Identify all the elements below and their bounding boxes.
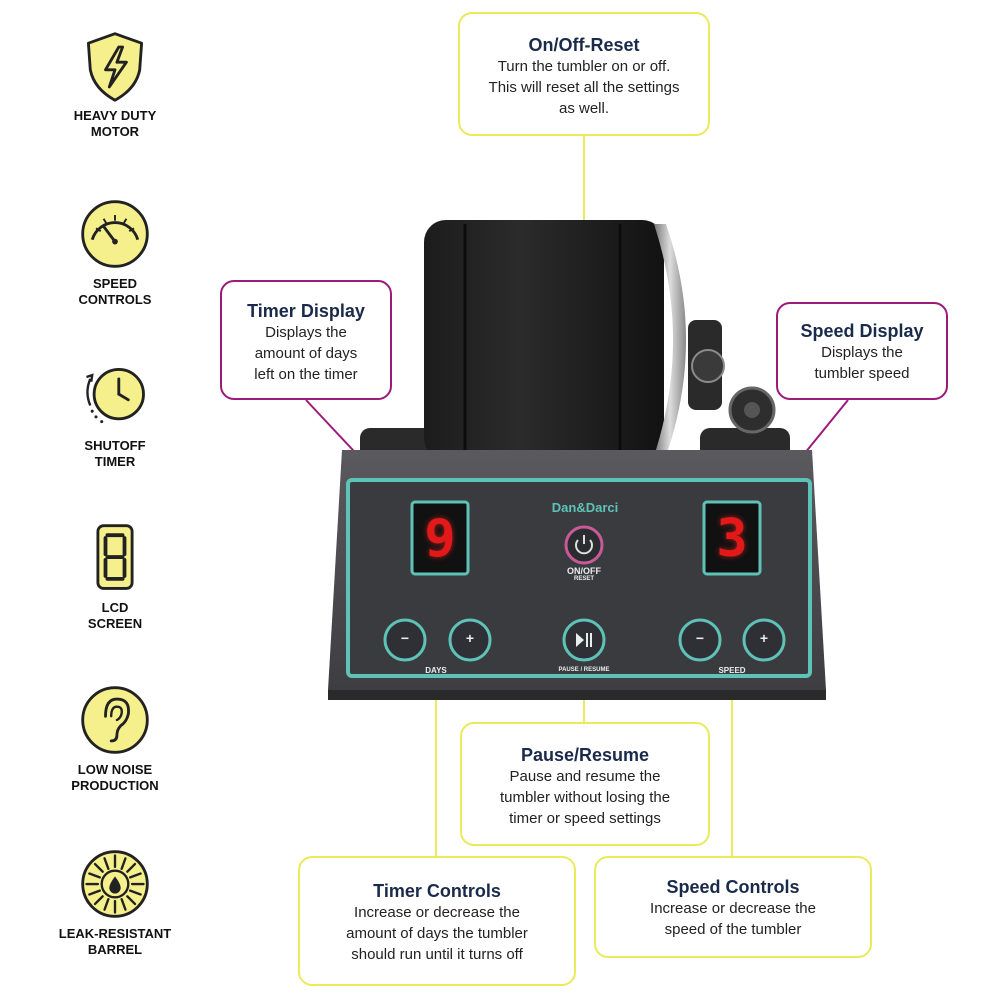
callout-title: Pause/Resume bbox=[520, 745, 650, 765]
days-plus-button[interactable] bbox=[448, 618, 492, 662]
days-minus-button[interactable] bbox=[383, 618, 427, 662]
ear-icon bbox=[81, 686, 149, 754]
clock-timer-icon bbox=[86, 367, 145, 424]
timer-display-value: 9 bbox=[424, 509, 456, 569]
rock-tumbler-device bbox=[328, 220, 826, 700]
power-sublabel: RESET bbox=[573, 576, 594, 582]
callout-title: Timer Controls bbox=[373, 881, 501, 901]
callout-on-off-reset: On/Off-Reset Turn the tumbler on or off.… bbox=[458, 12, 710, 136]
days-minus-label: − bbox=[400, 630, 410, 646]
lcd-digit-icon bbox=[96, 524, 134, 590]
speed-plus-button[interactable] bbox=[742, 618, 786, 662]
pause-resume-label: PAUSE / RESUME bbox=[558, 667, 610, 673]
speedometer-icon bbox=[81, 200, 149, 268]
droplet-sun-icon bbox=[81, 850, 149, 918]
brand-logo: Dan&Darci bbox=[551, 500, 619, 515]
callout-title: Timer Display bbox=[247, 301, 365, 321]
days-plus-label: + bbox=[465, 630, 475, 646]
callout-description: Turn the tumbler on or off.This will res… bbox=[488, 58, 680, 117]
speed-label: SPEED bbox=[718, 666, 746, 675]
barrel-lid bbox=[654, 224, 686, 456]
speed-display-value: 3 bbox=[716, 509, 748, 569]
lightning-shield-icon bbox=[86, 32, 144, 102]
callout-title: Speed Display bbox=[800, 321, 924, 341]
speed-minus-button[interactable] bbox=[678, 618, 722, 662]
barrel bbox=[424, 220, 664, 460]
speed-plus-label: + bbox=[759, 630, 769, 646]
callout-title: On/Off-Reset bbox=[528, 35, 640, 55]
power-label: ON/OFF bbox=[567, 566, 601, 576]
speed-display-screen bbox=[702, 500, 762, 576]
timer-display-screen bbox=[410, 500, 470, 576]
callout-title: Speed Controls bbox=[666, 877, 800, 897]
speed-minus-label: − bbox=[695, 630, 705, 646]
days-label: DAYS bbox=[425, 666, 447, 675]
power-button[interactable] bbox=[564, 525, 604, 565]
